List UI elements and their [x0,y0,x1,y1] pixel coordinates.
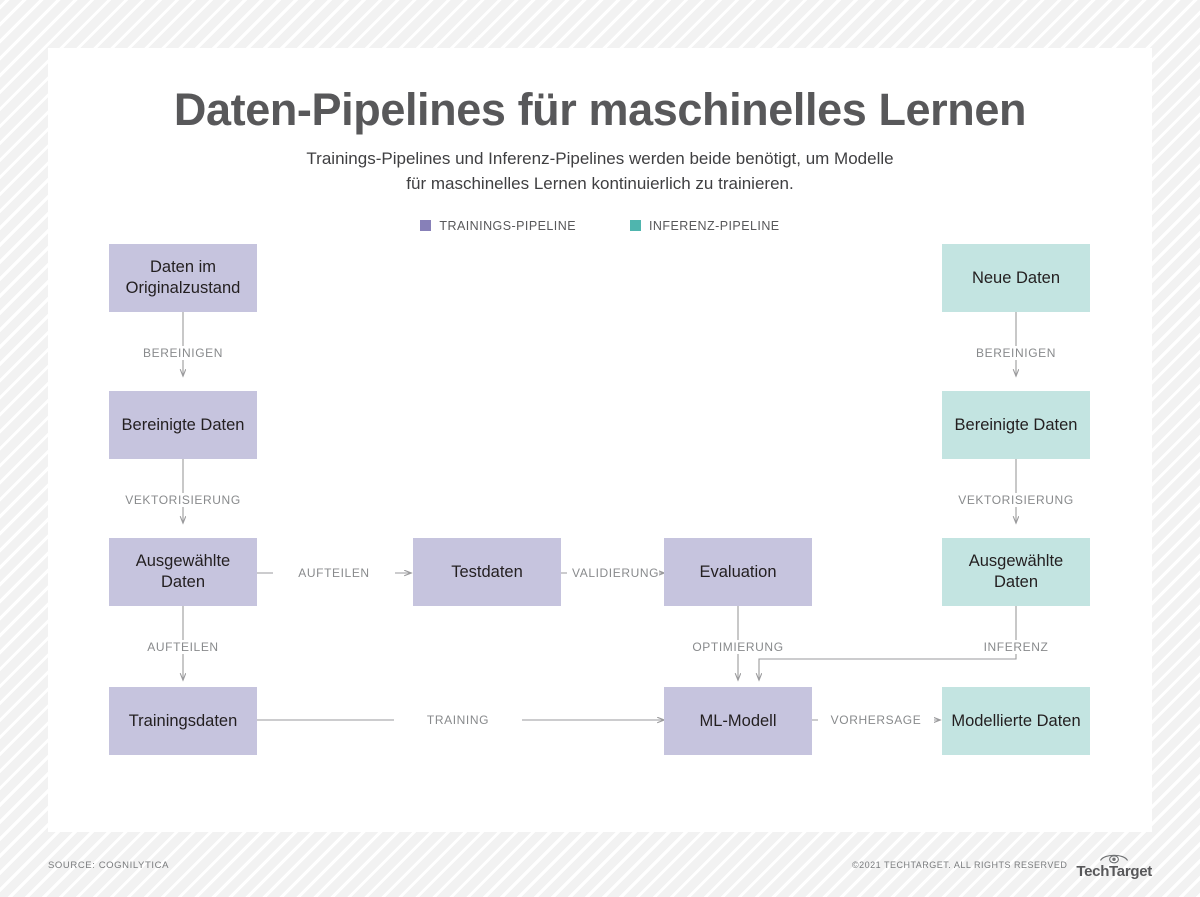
node-label: Ausgewählte Daten [135,552,231,591]
node-ml-model[interactable]: ML-Modell [664,687,812,755]
edge-label-aufteilen-vertical: AUFTEILEN [109,640,257,654]
node-clean-data-left[interactable]: Bereinigte Daten [109,391,257,459]
node-label: Ausgewählte Daten [968,552,1064,591]
legend-label-inference: INFERENZ-PIPELINE [649,218,780,233]
copyright-text: ©2021 TECHTARGET. ALL RIGHTS RESERVED [851,860,1068,870]
edge-label-inferenz: INFERENZ [954,640,1078,654]
edge-label-aufteilen-horizontal: AUFTEILEN [273,566,395,580]
footer-right: ©2021 TECHTARGET. ALL RIGHTS RESERVED Te… [852,851,1152,879]
legend-swatch-icon-training [420,220,432,232]
node-new-data[interactable]: Neue Daten [942,244,1090,312]
edge-label-optimierung: OPTIMIERUNG [664,640,812,654]
techtarget-logo: TechTarget [1076,851,1152,879]
source-text: SOURCE: COGNILYTICA [48,859,170,871]
edge-label-validierung: VALIDIERUNG [567,566,659,580]
page-subtitle-line-1: Trainings-Pipelines und Inferenz-Pipelin… [306,149,894,169]
page-subtitle-line-2: für maschinelles Lernen kontinuierlich z… [406,173,794,193]
legend-item-inferenz-pipeline: INFERENZ-PIPELINE [630,219,780,233]
node-label: Trainingsdaten [128,711,238,730]
node-label: Daten im Originalzustand [125,258,241,297]
edge-label-bereinigen-left: BEREINIGEN [109,346,257,360]
footer: SOURCE: COGNILYTICA ©2021 TECHTARGET. AL… [48,851,1152,879]
node-label: Neue Daten [971,268,1061,287]
node-label: Bereinigte Daten [121,415,245,434]
page-title: Daten-Pipelines für maschinelles Lernen [173,84,1027,135]
node-evaluation[interactable]: Evaluation [664,538,812,606]
infographic-card: Daten-Pipelines für maschinelles Lernen … [48,48,1152,832]
node-label: Testdaten [451,562,523,581]
legend-item-trainings-pipeline: TRAININGS-PIPELINE [420,219,576,233]
node-label: Evaluation [699,562,777,581]
edge-label-bereinigen-right: BEREINIGEN [942,346,1090,360]
edge-label-training: TRAINING [394,713,522,727]
legend-label-training: TRAININGS-PIPELINE [439,218,576,233]
node-training-data[interactable]: Trainingsdaten [109,687,257,755]
node-raw-data[interactable]: Daten im Originalzustand [109,244,257,312]
node-selected-data-left[interactable]: Ausgewählte Daten [109,538,257,606]
eye-icon [1100,854,1129,864]
node-label: Modellierte Daten [951,711,1081,730]
legend: TRAININGS-PIPELINE INFERENZ-PIPELINE [48,219,1152,233]
header: Daten-Pipelines für maschinelles Lernen … [48,48,1152,233]
edge-label-vektorisierung-right: VEKTORISIERUNG [932,493,1100,507]
techtarget-wordmark: TechTarget [1076,863,1152,880]
node-label: Bereinigte Daten [954,415,1078,434]
node-label: ML-Modell [699,711,777,730]
legend-swatch-icon-inference [630,220,641,232]
node-test-data[interactable]: Testdaten [413,538,561,606]
node-modeled-data[interactable]: Modellierte Daten [942,687,1090,755]
page-subtitle: Trainings-Pipelines und Inferenz-Pipelin… [48,147,1152,196]
node-selected-data-right[interactable]: Ausgewählte Daten [942,538,1090,606]
edge-label-vektorisierung-left: VEKTORISIERUNG [99,493,267,507]
node-clean-data-right[interactable]: Bereinigte Daten [942,391,1090,459]
connector-inferenz [759,606,1017,680]
edge-label-vorhersage: VORHERSAGE [818,713,934,727]
